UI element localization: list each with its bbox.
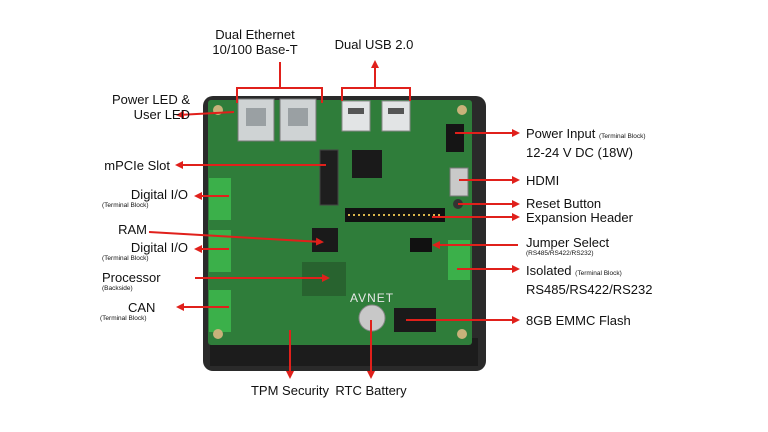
label-usb: Dual USB 2.0 xyxy=(318,37,430,52)
label-ethernet-line2: 10/100 Base-T xyxy=(212,42,298,57)
label-emmc: 8GB EMMC Flash xyxy=(526,313,631,328)
label-jumper: Jumper Select (RS485/RS422/RS232) xyxy=(526,235,609,258)
pcb-board xyxy=(208,100,472,345)
label-can: CAN (Terminal Block) xyxy=(100,300,190,323)
label-rtc-text: RTC Battery xyxy=(335,383,407,398)
power-input-terminal xyxy=(446,124,464,152)
label-processor-sub: (Backside) xyxy=(102,285,133,292)
label-tpm: TPM Security xyxy=(225,383,355,398)
label-power-input-title: Power Input xyxy=(526,126,596,141)
label-power-led: Power LED & User LED xyxy=(84,92,190,122)
label-processor-title: Processor xyxy=(102,270,161,285)
label-digital-io-2-sub: (Terminal Block) xyxy=(102,255,149,262)
label-mpcie-text: mPCIe Slot xyxy=(104,158,170,173)
terminal-blocks-left xyxy=(209,178,231,332)
label-power-led-line2: User LED xyxy=(133,107,190,122)
hdmi-port xyxy=(449,167,469,197)
label-reset: Reset Button xyxy=(526,196,601,211)
label-digital-io-2: Digital I/O (Terminal Block) xyxy=(80,240,188,263)
arrow-power-led xyxy=(176,110,235,119)
label-tpm-text: TPM Security xyxy=(250,383,329,398)
expansion-header xyxy=(345,208,445,222)
label-jumper-sub: (RS485/RS422/RS232) xyxy=(526,250,594,257)
arrow-ram xyxy=(148,231,324,246)
brand-logo: AVNET xyxy=(350,291,394,305)
label-can-title: CAN xyxy=(128,300,156,315)
label-ram: RAM xyxy=(80,222,147,237)
label-ethernet: Dual Ethernet 10/100 Base-T xyxy=(200,27,310,57)
label-power-input-line2: 12-24 V DC (18W) xyxy=(526,145,633,160)
jumper-header xyxy=(410,238,432,252)
label-jumper-title: Jumper Select xyxy=(526,235,610,250)
label-digital-io-1: Digital I/O (Terminal Block) xyxy=(80,187,188,210)
label-digital-io-1-sub: (Terminal Block) xyxy=(102,202,149,209)
mpcie-slot xyxy=(319,149,339,206)
usb-ports xyxy=(341,100,411,132)
label-ram-text: RAM xyxy=(118,222,147,237)
label-power-input-sub: (Terminal Block) xyxy=(599,133,646,140)
label-processor: Processor (Backside) xyxy=(102,270,192,293)
label-power-led-line1: Power LED & xyxy=(111,92,190,107)
label-isolated-title: Isolated xyxy=(526,263,572,278)
label-expansion: Expansion Header xyxy=(526,210,633,225)
ram-chip xyxy=(312,228,338,252)
label-hdmi-text: HDMI xyxy=(526,173,560,188)
ethernet-ports xyxy=(237,98,317,142)
label-usb-text: Dual USB 2.0 xyxy=(334,37,414,52)
label-emmc-text: 8GB EMMC Flash xyxy=(526,313,631,328)
label-reset-text: Reset Button xyxy=(526,196,602,211)
label-isolated-line2: RS485/RS422/RS232 xyxy=(526,282,653,297)
label-can-sub: (Terminal Block) xyxy=(100,315,147,322)
label-rtc: RTC Battery xyxy=(320,383,422,398)
label-digital-io-2-title: Digital I/O xyxy=(130,240,188,255)
label-power-input: Power Input (Terminal Block) 12-24 V DC … xyxy=(526,126,646,160)
label-digital-io-1-title: Digital I/O xyxy=(130,187,188,202)
label-ethernet-line1: Dual Ethernet xyxy=(215,27,295,42)
label-mpcie: mPCIe Slot xyxy=(70,158,170,173)
label-hdmi: HDMI xyxy=(526,173,559,188)
label-expansion-text: Expansion Header xyxy=(526,210,633,225)
label-isolated-sub: (Terminal Block) xyxy=(575,270,622,277)
label-isolated: Isolated (Terminal Block) RS485/RS422/RS… xyxy=(526,263,652,297)
